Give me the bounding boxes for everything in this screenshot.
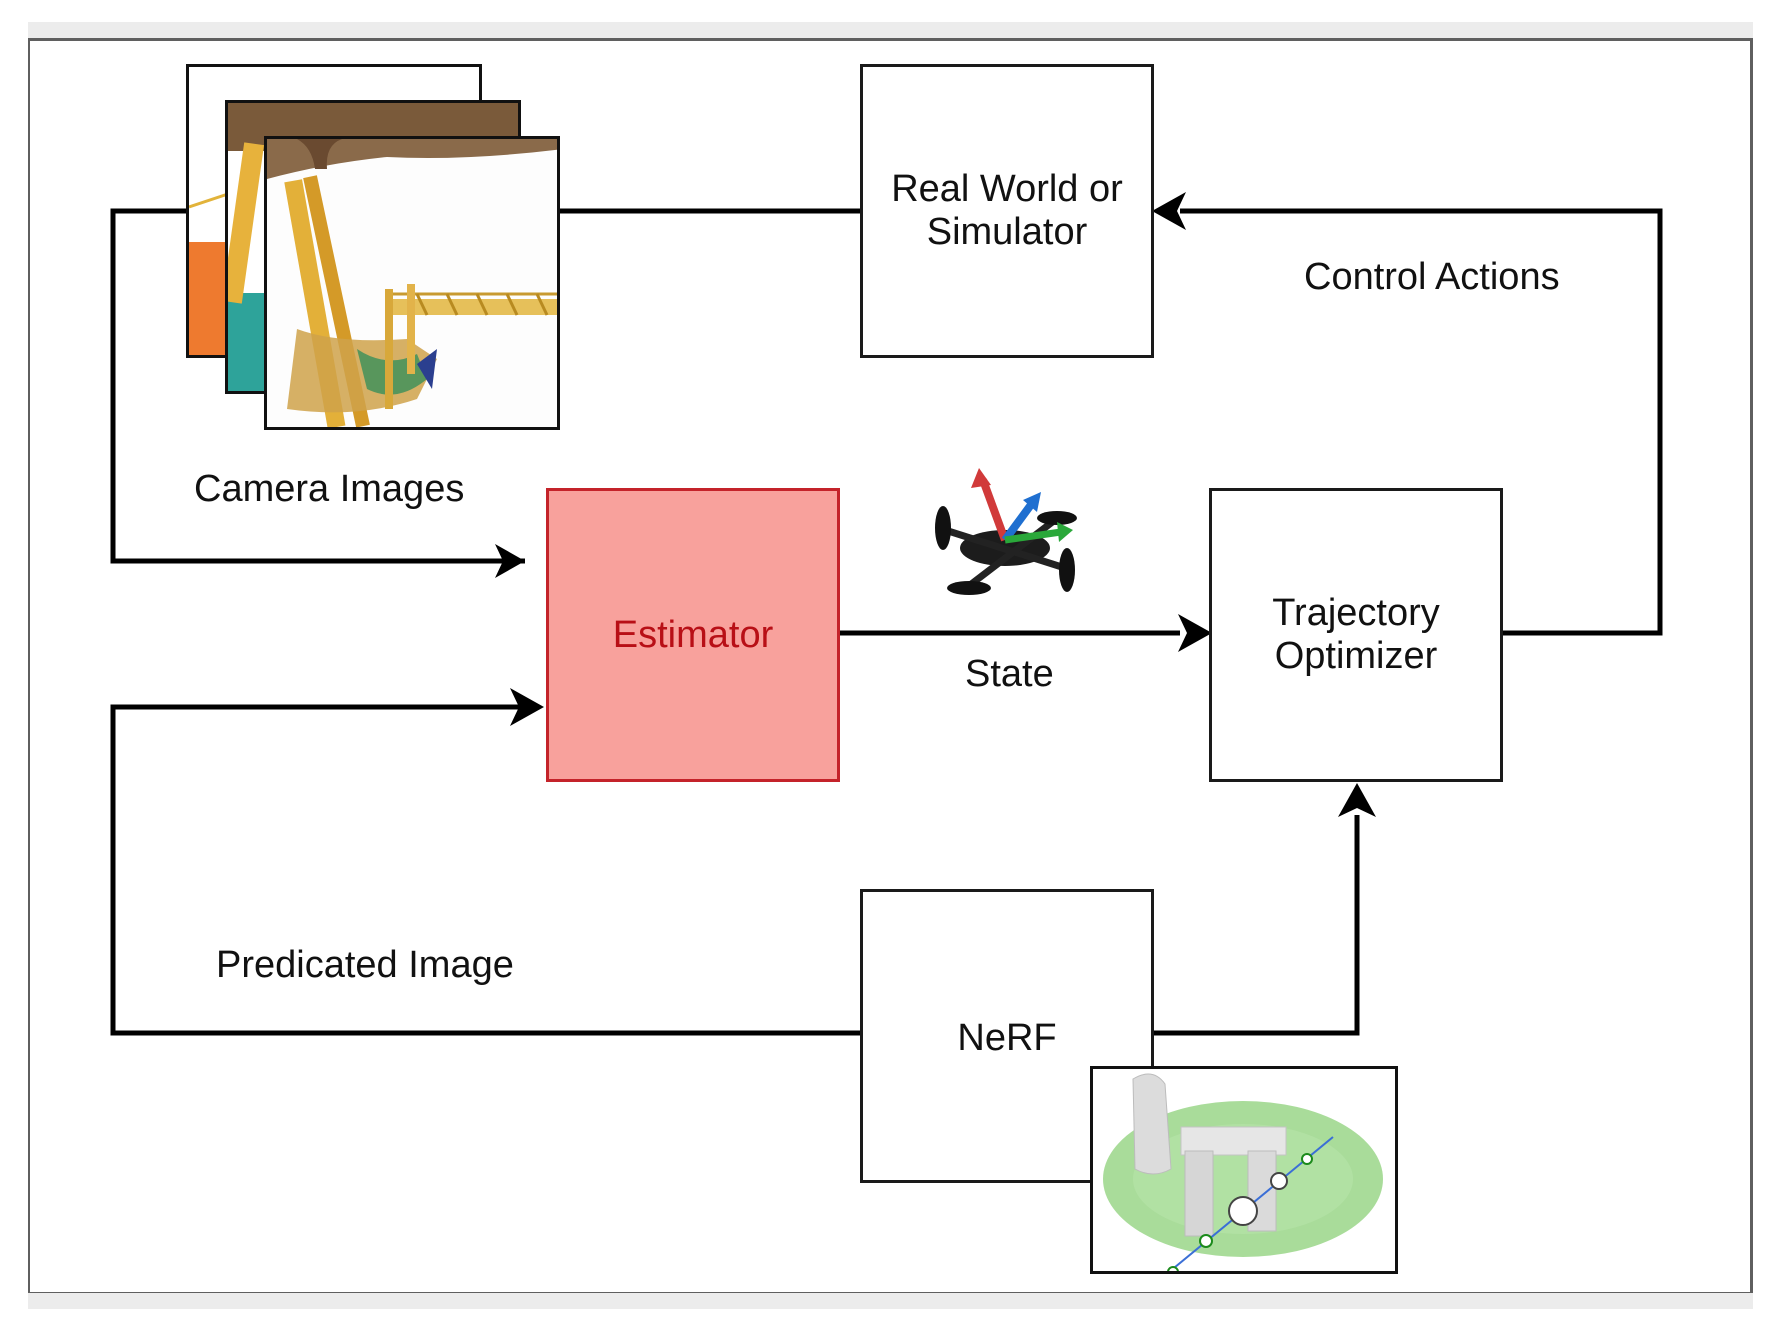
node-real-world-label: Real World or Simulator	[891, 168, 1123, 253]
label-camera-images: Camera Images	[194, 468, 465, 510]
frame-bottom-band	[28, 1293, 1753, 1309]
edge-camera-images	[110, 208, 525, 564]
label-state: State	[965, 653, 1054, 695]
edge-control-actions	[1180, 208, 1663, 636]
edge-nerf-to-optimizer	[1152, 815, 1360, 1036]
node-estimator[interactable]: Estimator	[546, 488, 840, 782]
node-trajectory-optimizer[interactable]: Trajectory Optimizer	[1209, 488, 1503, 782]
quadrotor-drone-icon	[935, 468, 1077, 595]
label-control-actions: Control Actions	[1304, 256, 1560, 298]
edge-predicated-image	[110, 704, 860, 1036]
nerf-scene-image	[1090, 1066, 1398, 1274]
node-estimator-label: Estimator	[612, 613, 774, 656]
node-nerf-label: NeRF	[957, 1017, 1057, 1059]
stonehenge-trajectory-icon	[1103, 1073, 1383, 1271]
frame-top-band	[28, 22, 1753, 40]
camera-frame-icon	[267, 139, 557, 427]
node-trajectory-optimizer-label: Trajectory Optimizer	[1272, 592, 1440, 677]
node-real-world-or-simulator[interactable]: Real World or Simulator	[860, 64, 1154, 358]
label-predicated-image: Predicated Image	[216, 944, 514, 986]
camera-image-front	[264, 136, 560, 430]
